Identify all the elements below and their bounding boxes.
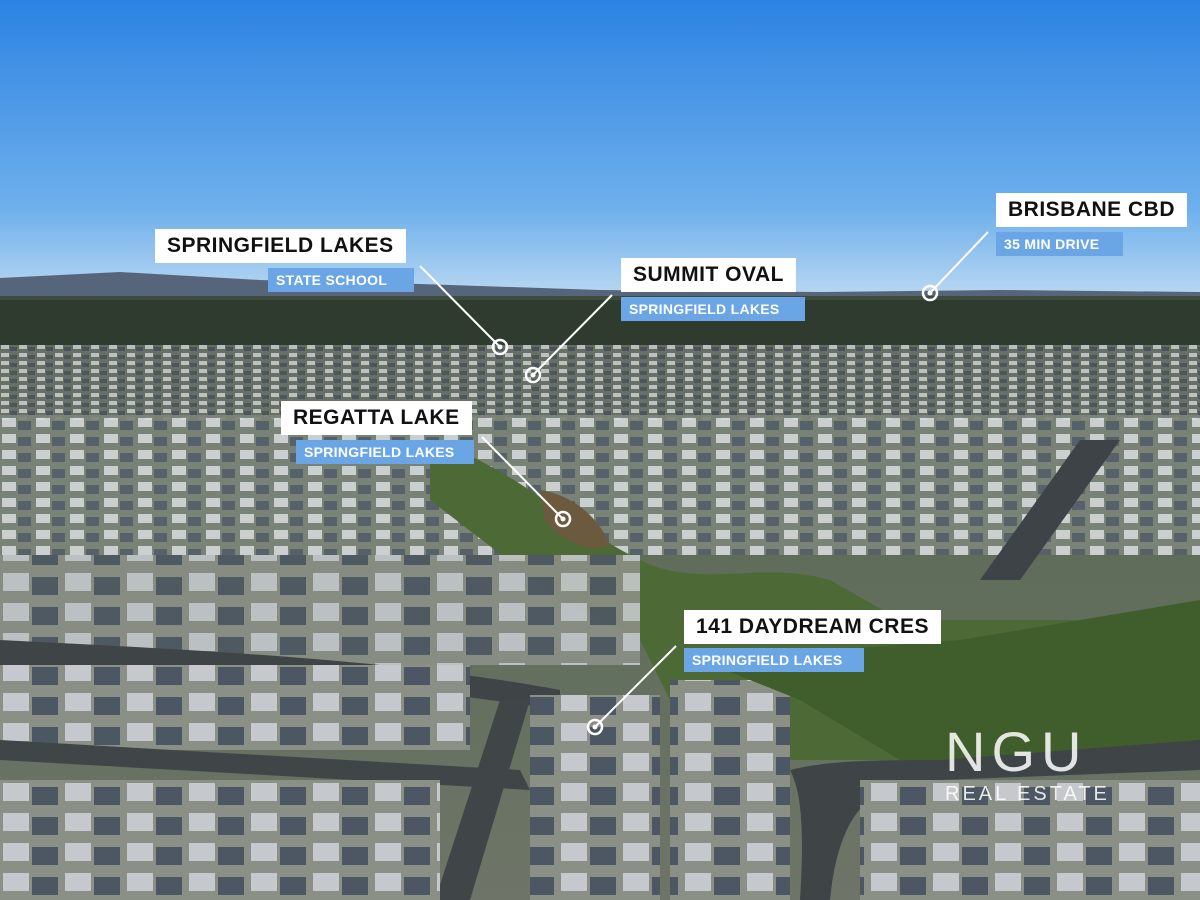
callout-subtitle: STATE SCHOOL [268, 268, 414, 292]
callout-subtitle: SPRINGFIELD LAKES [684, 648, 864, 672]
callout-title: SUMMIT OVAL [621, 258, 796, 292]
ngu-real-estate-logo: NGU REAL ESTATE [945, 722, 1145, 806]
callout-subtitle: 35 MIN DRIVE [996, 232, 1123, 256]
callout-title: 141 DAYDREAM CRES [684, 610, 941, 644]
callout-subtitle: SPRINGFIELD LAKES [621, 297, 805, 321]
callout-title: SPRINGFIELD LAKES [155, 229, 406, 263]
callout-title: REGATTA LAKE [281, 401, 472, 435]
logo-mark: NGU [945, 720, 1088, 783]
logo-text: REAL ESTATE [945, 783, 1110, 805]
callout-title: BRISBANE CBD [996, 193, 1188, 227]
callout-subtitle: SPRINGFIELD LAKES [296, 440, 474, 464]
